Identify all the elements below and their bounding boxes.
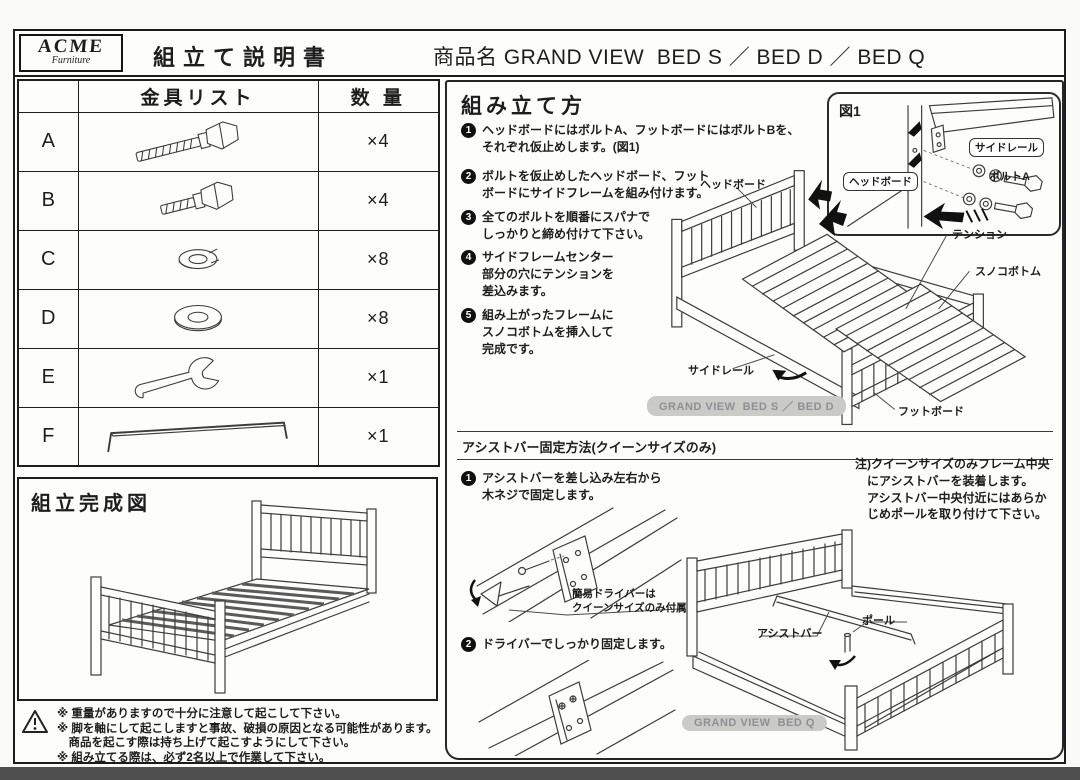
document-title: 組立て説明書	[153, 45, 334, 70]
pointer-arrow-icon	[819, 200, 847, 236]
sunoko-bottom-label: スノコボトム	[975, 266, 1041, 278]
parts-row: B ×4	[17, 170, 440, 231]
assist-section-title: アシストバー固定方法(クイーンサイズのみ)	[462, 440, 717, 455]
wrench-icon	[134, 356, 220, 398]
tension-label: テンション	[952, 229, 1007, 241]
assembly-title: 組み立て方	[461, 95, 586, 118]
bolt-a-icon	[135, 120, 239, 162]
assist-bracket-diagram-1	[469, 507, 682, 622]
assembly-step-4: 4 サイドフレームセンター 部分の穴にテンションを 差込みます。	[461, 249, 614, 300]
completed-bed-illustration	[90, 500, 377, 694]
step-number-badge: 1	[461, 471, 476, 486]
parts-row: F ×1	[17, 406, 440, 467]
step-number-badge: 2	[461, 169, 476, 184]
warning-item: ※ 脚を軸にして起こしますと事故、破損の原因となる可能性があります。 商品を起こ…	[57, 722, 438, 750]
siderail-label: サイドレール	[688, 365, 754, 377]
step-number-badge: 3	[461, 210, 476, 225]
assist-step-1: 1 アシストバーを差し込み左右から 木ネジで固定します。	[461, 470, 662, 504]
parts-row: E ×1	[17, 347, 440, 408]
fig1-bolt-diagram	[847, 97, 1055, 230]
section-divider	[457, 459, 1053, 460]
assembly-step-3: 3 全てのボルトを順番にスパナで しっかりと締め付けて下さい。	[461, 209, 650, 243]
product-name: 商品名 GRAND VIEW BED S ／ BED D ／ BED Q	[433, 46, 926, 69]
parts-header-empty	[17, 79, 79, 113]
fig1-headboard-label: ヘッドボード	[843, 172, 918, 191]
acme-logo: ACME Furniture	[19, 34, 123, 72]
completed-figure-box: 組立完成図	[17, 477, 438, 701]
assist-bracket-diagram-2	[478, 660, 676, 756]
fig1-siderail-label: サイドレール	[969, 138, 1044, 157]
parts-table-header: 金具リスト 数 量	[17, 79, 440, 113]
completed-figure-title: 組立完成図	[31, 493, 151, 515]
queen-size-note: 注)クイーンサイズのみフレーム中央 にアシストバーを装着します。 アシストバー中…	[855, 457, 1050, 522]
spring-washer-icon	[178, 248, 220, 269]
section-divider	[457, 431, 1053, 432]
parts-row: D ×8	[17, 288, 440, 349]
step-text: サイドフレームセンター 部分の穴にテンションを 差込みます。	[482, 250, 615, 299]
parts-row: A ×4	[17, 111, 440, 172]
model-badge-q: GRAND VIEW BED Q	[682, 715, 827, 731]
assembly-step-1: 1 ヘッドボードにはボルトA、フットボードにはボルトBを、 それぞれ仮止めします…	[461, 122, 799, 156]
step-text: アシストバーを差し込み左右から 木ネジで固定します。	[482, 471, 662, 503]
parts-table: 金具リスト 数 量 A ×4	[17, 79, 440, 467]
model-badge-sd: GRAND VIEW BED S ／ BED D	[647, 396, 847, 416]
fig1-bolt-a-label: ボルトA	[989, 171, 1030, 183]
step-number-badge: 4	[461, 250, 476, 265]
sheet-frame: ACME Furniture 組立て説明書 商品名 GRAND VIEW BED…	[13, 29, 1066, 764]
step-text: ドライバーでしっかり固定します。	[482, 637, 672, 651]
header: ACME Furniture 組立て説明書 商品名 GRAND VIEW BED…	[15, 31, 1064, 77]
step-number-badge: 1	[461, 123, 476, 138]
assembly-step-5: 5 組み上がったフレームに スノコボトムを挿入して 完成です。	[461, 307, 614, 358]
warning-item: ※ 重量がありますので十分に注意して起こして下さい。	[57, 708, 347, 720]
step-number-badge: 2	[461, 637, 476, 652]
step-text: 全てのボルトを順番にスパナで しっかりと締め付けて下さい。	[482, 210, 651, 242]
parts-header-list: 金具リスト	[77, 79, 319, 113]
flat-washer-icon	[174, 304, 222, 331]
step-number-badge: 5	[461, 308, 476, 323]
bed-diagram-sd	[671, 170, 1027, 426]
parts-header-qty: 数 量	[317, 79, 440, 113]
bolt-b-icon	[160, 181, 234, 215]
assist-bar-icon	[107, 421, 288, 453]
step-text: 組み上がったフレームに スノコボトムを挿入して 完成です。	[482, 308, 614, 357]
warning-list: ※ 重量がありますので十分に注意して起こして下さい。 ※ 脚を軸にして起こします…	[57, 707, 438, 765]
assist-step-2: 2 ドライバーでしっかり固定します。	[461, 636, 672, 653]
step-text: ヘッドボードにはボルトA、フットボードにはボルトBを、 それぞれ仮止めします。(…	[482, 123, 800, 155]
scan-edge-bar	[0, 767, 1080, 780]
pole-label: ポール	[862, 615, 895, 627]
parts-row: C ×8	[17, 229, 440, 290]
fig1-label: 図1	[839, 103, 861, 119]
assist-bar-label: アシストバー	[757, 628, 823, 640]
assembly-step-2: 2 ボルトを仮止めしたヘッドボード、フット ボードにサイドフレームを組み付けます…	[461, 168, 710, 202]
assembly-panel: 組み立て方 1 ヘッドボードにはボルトA、フットボードにはボルトBを、 それぞれ…	[445, 80, 1064, 760]
warnings-block: ※ 重量がありますので十分に注意して起こして下さい。 ※ 脚を軸にして起こします…	[21, 707, 441, 765]
step-text: ボルトを仮止めしたヘッドボード、フット ボードにサイドフレームを組み付けます。	[482, 169, 710, 201]
footboard-label: フットボード	[898, 406, 964, 418]
logo-subtext: Furniture	[51, 55, 91, 66]
fig1-inset: 図1 ヘッドボード サイドレール ボルトA	[827, 92, 1061, 236]
driver-note: 簡易ドライバーは クイーンサイズのみ付属。	[572, 588, 698, 615]
warning-item: ※ 組み立てる際は、必ず2名以上で作業して下さい。	[57, 751, 331, 764]
logo-text: ACME	[37, 36, 105, 57]
headboard-label: ヘッドボード	[700, 179, 766, 191]
warning-triangle-icon	[22, 710, 48, 733]
